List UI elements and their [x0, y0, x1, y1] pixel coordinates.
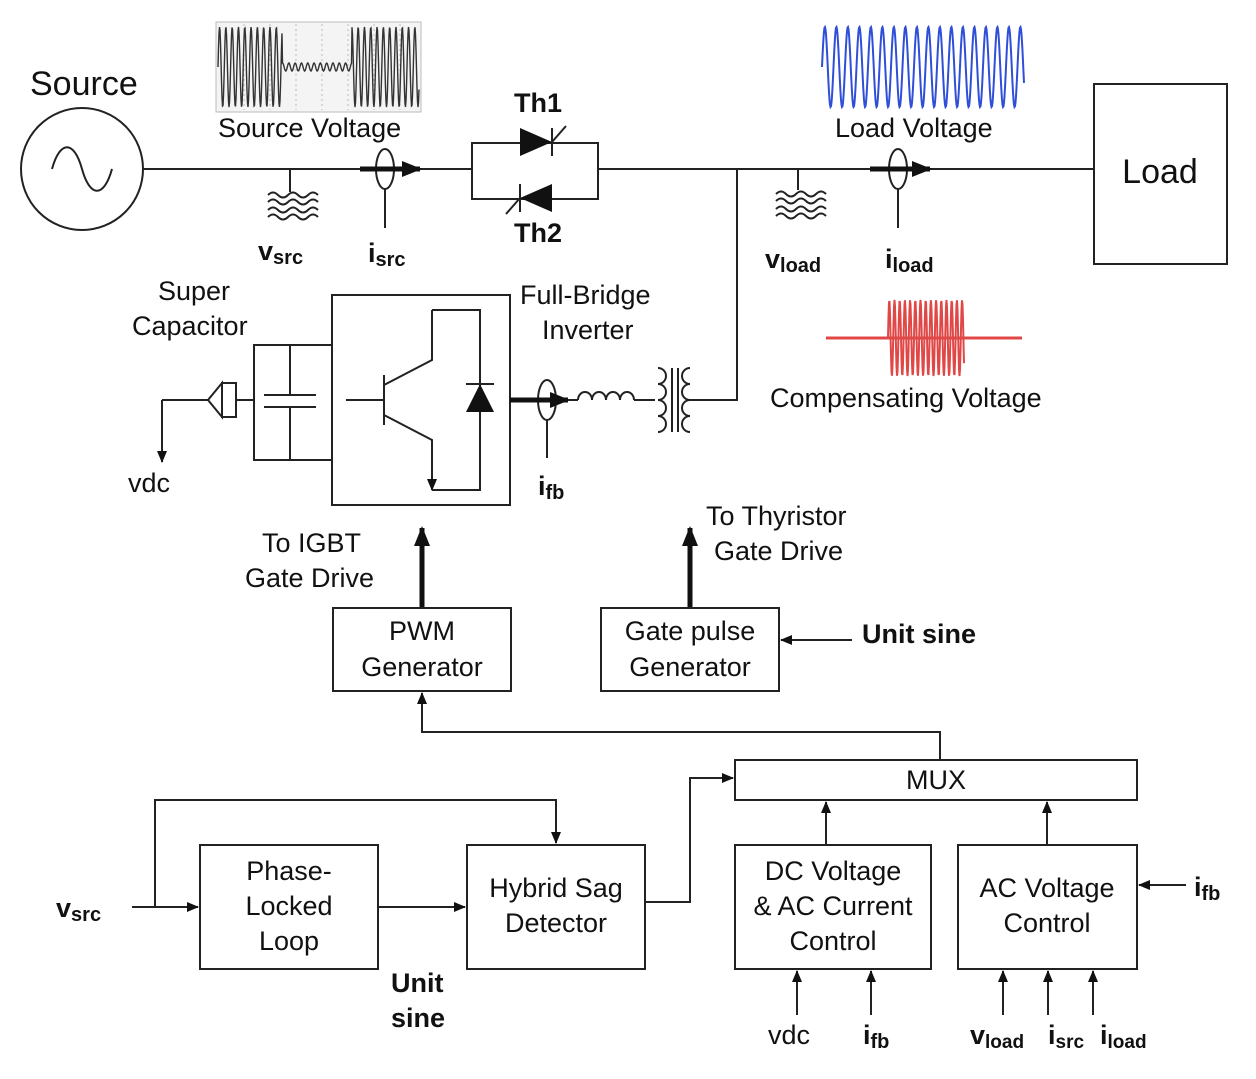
thyristor-pair-icon: [471, 125, 599, 215]
mux-to-pwm-line: [417, 692, 941, 760]
dc-control-box: [734, 844, 932, 970]
dc-control-label-2: & AC Current: [753, 891, 913, 921]
igbt-gate-label-2: Gate Drive: [245, 563, 374, 593]
sag-detector-box: [466, 844, 646, 970]
iload-label: iload: [885, 244, 934, 277]
ifb-dc-input-label: ifb: [863, 1020, 889, 1053]
load-label: Load: [1122, 153, 1198, 191]
ifb-ct-icon: [510, 379, 570, 458]
th2-label: Th2: [514, 218, 562, 248]
isrc-input-label: isrc: [1048, 1020, 1084, 1053]
dc-control-label-1: DC Voltage: [765, 856, 902, 886]
pll-box: [199, 844, 379, 970]
pll-label-2: Locked: [245, 891, 332, 921]
isrc-ct-icon: [360, 148, 422, 228]
gate-pulse-label-1: Gate pulse: [625, 616, 756, 646]
voltage-probe-icon: [157, 380, 254, 463]
pwm-label-2: Generator: [361, 652, 483, 682]
vload-transformer-icon: [775, 169, 827, 220]
vload-input-label: vload: [970, 1020, 1024, 1053]
pwm-label-1: PWM: [389, 616, 455, 646]
series-transformer-icon: [657, 367, 691, 433]
thyristor-gate-label-2: Gate Drive: [714, 536, 843, 566]
vsrc-input-label: vsrc: [56, 893, 101, 926]
thyristor-gate-label-1: To Thyristor: [706, 501, 847, 531]
inverter-label-2: Inverter: [542, 315, 634, 345]
vdc-input-label: vdc: [768, 1020, 810, 1050]
compensating-voltage-waveform: [826, 299, 1022, 377]
gate-pulse-label-2: Generator: [629, 652, 751, 682]
mux-box: [734, 759, 1138, 801]
vload-label: vload: [765, 244, 821, 277]
load-voltage-waveform: [821, 24, 1025, 110]
vdc-output-label: vdc: [128, 468, 170, 498]
compensating-voltage-label: Compensating Voltage: [770, 383, 1042, 413]
dc-control-label-3: Control: [789, 926, 876, 956]
igbt-gate-label-1: To IGBT: [262, 528, 361, 558]
inverter-label-1: Full-Bridge: [520, 280, 651, 310]
load-voltage-label: Load Voltage: [835, 113, 993, 143]
pll-label-1: Phase-: [246, 856, 332, 886]
ac-control-box: [957, 844, 1138, 970]
unit-sine-pll-label-1: Unit: [391, 968, 443, 998]
ifb-ac-input-label: ifb: [1194, 872, 1220, 905]
sag-label-2: Detector: [505, 908, 607, 938]
filter-inductor-icon: [568, 391, 655, 401]
sag-label-1: Hybrid Sag: [489, 873, 623, 903]
vsrc-transformer-icon: [267, 169, 319, 221]
load-box: [1093, 83, 1228, 265]
vsrc-to-sag-line: [154, 799, 561, 907]
ac-control-label-2: Control: [1003, 908, 1090, 938]
mux-label: MUX: [906, 765, 966, 795]
sag-to-mux-line: [645, 773, 734, 903]
gate-pulse-generator-box: [600, 607, 780, 692]
th1-label: Th1: [514, 88, 562, 118]
ac-source-icon: [20, 107, 144, 231]
supercap-label-2: Capacitor: [132, 311, 248, 341]
pwm-generator-box: [332, 607, 512, 692]
ac-control-label-1: AC Voltage: [979, 873, 1114, 903]
unit-sine-pll-label-2: sine: [391, 1003, 445, 1033]
source-label: Source: [30, 65, 138, 103]
vsrc-label: vsrc: [258, 236, 303, 269]
pll-label-3: Loop: [259, 926, 319, 956]
injection-tap-line: [690, 169, 738, 401]
source-voltage-waveform: [215, 21, 422, 113]
source-voltage-label: Source Voltage: [218, 113, 401, 143]
igbt-switch-icon: [346, 309, 494, 491]
unit-sine-gate-label: Unit sine: [862, 619, 976, 649]
supercapacitor-icon: [253, 344, 332, 461]
supercap-label-1: Super: [158, 276, 230, 306]
isrc-label: isrc: [368, 238, 406, 271]
ifb-label: ifb: [538, 471, 564, 504]
iload-input-label: iload: [1100, 1020, 1147, 1053]
iload-ct-icon: [870, 148, 932, 228]
